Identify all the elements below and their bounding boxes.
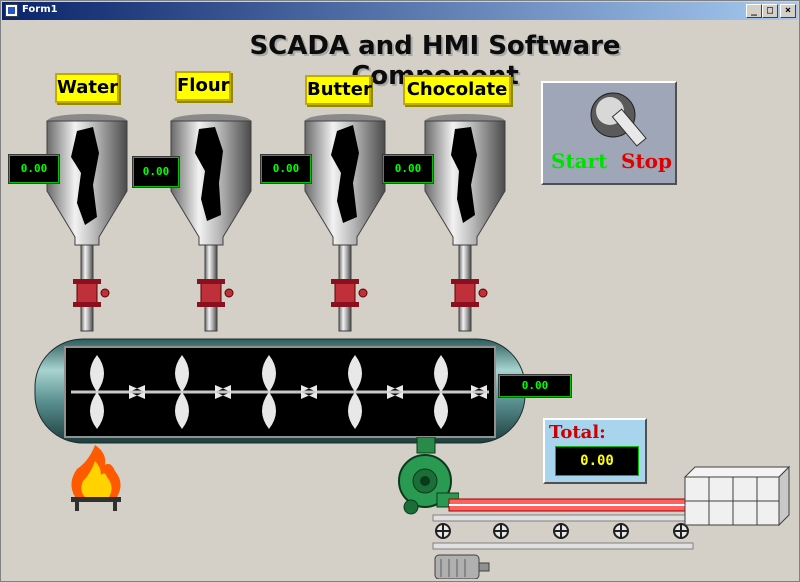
fire-icon: [71, 445, 121, 511]
valve-icon[interactable]: [197, 279, 234, 307]
start-label: Start: [551, 149, 608, 173]
hopper-chocolate: [424, 114, 506, 332]
valve-icon[interactable]: [451, 279, 488, 307]
app-icon: [5, 4, 18, 17]
ingredient-label-butter: Butter: [305, 75, 372, 105]
title-bar[interactable]: Form1 _ □ ×: [2, 2, 798, 20]
window-title: Form1: [22, 4, 58, 15]
flour-value-display: 0.00: [132, 156, 180, 188]
water-value-display: 0.00: [8, 154, 60, 184]
hopper-water: [46, 114, 128, 332]
valve-icon[interactable]: [331, 279, 368, 307]
valve-icon[interactable]: [73, 279, 110, 307]
hmi-canvas: SCADA and HMI Software Component Water F…: [5, 23, 797, 579]
hopper-flour: [170, 114, 252, 332]
maximize-button[interactable]: □: [762, 4, 778, 18]
motor-icon: [434, 554, 490, 579]
stop-label: Stop: [621, 149, 673, 173]
crate-icon: [683, 465, 791, 527]
knob-switch-icon[interactable]: [583, 89, 653, 153]
mixer-blades-icon: [90, 355, 487, 429]
ingredient-label-chocolate: Chocolate: [403, 75, 511, 105]
start-stop-switch[interactable]: Start Stop: [541, 81, 677, 185]
butter-value-display: 0.00: [260, 154, 312, 184]
mixer-tank: [34, 338, 526, 444]
mixer-value-display: 0.00: [498, 374, 572, 398]
close-button[interactable]: ×: [780, 4, 796, 18]
minimize-button[interactable]: _: [746, 4, 762, 18]
total-value-display: 0.00: [555, 446, 639, 476]
hopper-butter: [304, 114, 386, 332]
chocolate-value-display: 0.00: [382, 154, 434, 184]
conveyor-icon: [432, 465, 791, 579]
total-label: Total:: [549, 422, 606, 443]
ingredient-label-water: Water: [55, 73, 119, 103]
ingredient-label-flour: Flour: [175, 71, 231, 101]
total-panel: Total: 0.00: [543, 418, 647, 484]
